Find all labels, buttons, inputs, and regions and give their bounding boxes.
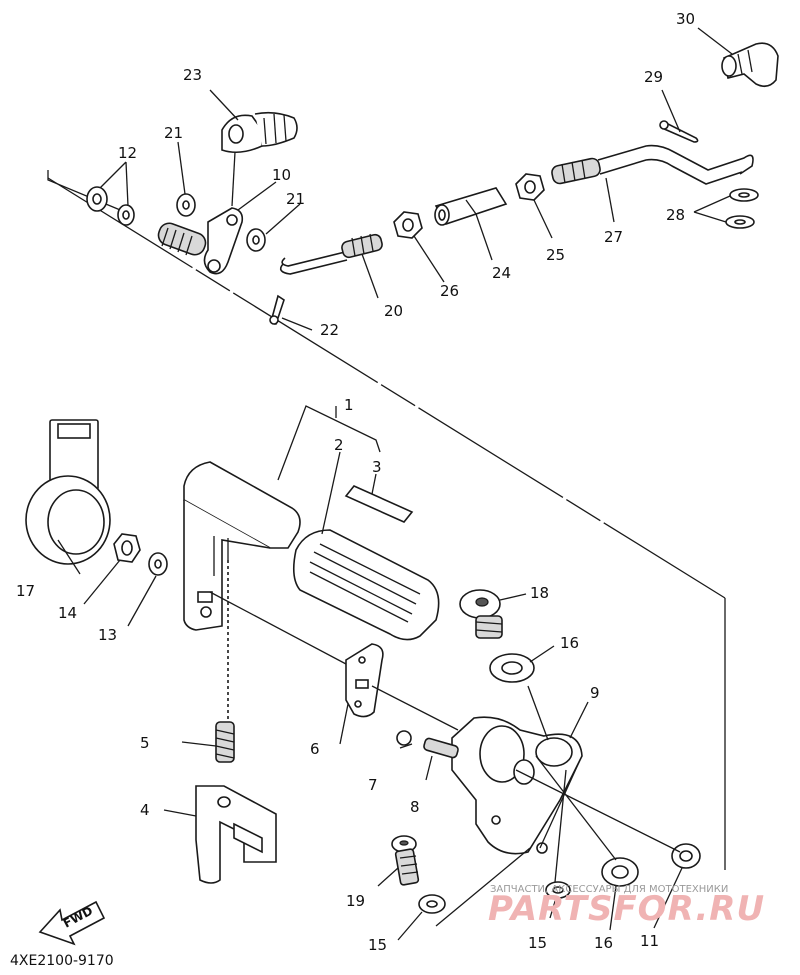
callout-3: 3 — [372, 458, 382, 476]
washer-13 — [148, 552, 168, 576]
washer-12a — [86, 186, 108, 212]
grip-2 — [292, 529, 440, 641]
callout-27: 27 — [604, 228, 623, 246]
spring-8 — [423, 737, 459, 759]
callout-21a: 21 — [164, 124, 183, 142]
washer-15b — [545, 881, 571, 899]
washer-16b — [601, 857, 639, 887]
shift-handle-1 — [183, 461, 301, 720]
cotter-pin-22 — [269, 294, 285, 325]
plate-3 — [344, 485, 414, 523]
watermark-brand: PARTSFOR.RU — [488, 889, 765, 929]
callout-labels: 1 2 3 4 5 6 7 8 9 10 11 12 13 14 15 15 1… — [16, 10, 695, 954]
callout-6: 6 — [310, 740, 320, 758]
callout-7: 7 — [368, 776, 378, 794]
callout-29: 29 — [644, 68, 663, 86]
watermark-tagline: ЗАПЧАСТИ, АКСЕССУАРЫ ДЛЯ МОТОТЕХНИКИ — [490, 884, 728, 895]
rod-20 — [279, 233, 383, 275]
washer-28a — [729, 188, 759, 202]
callout-9: 9 — [590, 684, 600, 702]
ball-7 — [396, 730, 412, 746]
frame-lines — [47, 170, 726, 870]
callout-28: 28 — [666, 206, 685, 224]
holder-17 — [25, 419, 111, 565]
callout-23: 23 — [183, 66, 202, 84]
callout-14: 14 — [58, 604, 77, 622]
leader-lines — [57, 27, 733, 941]
callout-4: 4 — [140, 801, 150, 819]
bolt-19 — [391, 835, 420, 886]
callout-16b: 16 — [594, 934, 613, 952]
callout-22: 22 — [320, 321, 339, 339]
watermark-logo: ЗАПЧАСТИ, АКСЕССУАРЫ ДЛЯ МОТОТЕХНИКИ PAR… — [488, 884, 765, 929]
washer-15a — [418, 894, 446, 914]
boot-30 — [721, 42, 779, 88]
callout-25: 25 — [546, 246, 565, 264]
lever-10 — [157, 207, 244, 275]
callout-30: 30 — [676, 10, 695, 28]
callout-18: 18 — [530, 584, 549, 602]
callout-1: 1 — [344, 396, 354, 414]
callout-10: 10 — [272, 166, 291, 184]
callout-16a: 16 — [560, 634, 579, 652]
callout-2: 2 — [334, 436, 344, 454]
callout-26: 26 — [440, 282, 459, 300]
callout-15b: 15 — [528, 934, 547, 952]
washer-21b — [246, 228, 266, 252]
callout-17: 17 — [16, 582, 35, 600]
bolt-18 — [459, 589, 503, 639]
callout-11: 11 — [640, 932, 659, 950]
callout-20: 20 — [384, 302, 403, 320]
callout-12: 12 — [118, 144, 137, 162]
connector-24 — [434, 187, 508, 226]
callout-13: 13 — [98, 626, 117, 644]
callout-8: 8 — [410, 798, 420, 816]
bracket-4 — [195, 785, 277, 884]
nut-26 — [393, 211, 423, 239]
spring-5 — [215, 721, 235, 763]
cotter-pin-29 — [659, 120, 699, 143]
boot-23 — [221, 111, 298, 154]
callout-5: 5 — [140, 734, 150, 752]
washer-12b — [117, 204, 135, 226]
washer-28b — [725, 215, 755, 229]
washer-11 — [671, 843, 701, 869]
callout-24: 24 — [492, 264, 511, 282]
shift-rod-27 — [551, 144, 754, 185]
bracket-9 — [451, 716, 583, 855]
nut-25 — [515, 173, 545, 201]
callout-19: 19 — [346, 892, 365, 910]
callout-15a: 15 — [368, 936, 387, 954]
nut-14 — [113, 533, 141, 563]
diagram-code: 4XE2100-9170 — [10, 953, 114, 969]
washer-21a — [176, 193, 196, 217]
plate-6 — [345, 643, 384, 718]
fwd-arrow-icon: FWD — [38, 900, 106, 946]
washer-16a — [489, 653, 535, 683]
callout-21b: 21 — [286, 190, 305, 208]
